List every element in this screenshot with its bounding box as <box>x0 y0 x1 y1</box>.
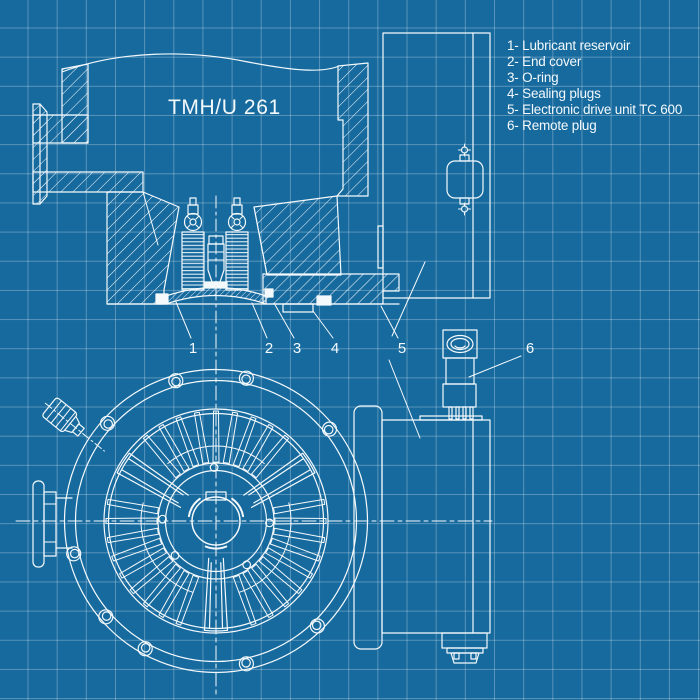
legend-item: 4- Sealing plugs <box>507 85 601 101</box>
side-port-flange <box>32 480 73 568</box>
o-ring <box>264 288 274 298</box>
lubricant-reservoir <box>181 231 205 291</box>
legend-item: 3- O-ring <box>507 69 559 85</box>
part-marker-2: 2 <box>264 340 274 357</box>
vent-screw <box>42 397 105 452</box>
leader-lines <box>175 261 522 439</box>
end-cover <box>165 286 267 305</box>
part-marker-3: 3 <box>292 340 302 357</box>
legend-item: 2- End cover <box>507 53 582 69</box>
sealing-plug <box>155 293 169 305</box>
remote-plug <box>442 329 478 420</box>
part-marker-4: 4 <box>330 340 340 357</box>
break-line <box>61 53 340 73</box>
electronic-drive-unit <box>377 32 491 299</box>
front-view-drawing <box>15 333 493 698</box>
sealing-plug <box>316 295 332 306</box>
part-marker-1: 1 <box>188 340 198 357</box>
part-marker-6: 6 <box>525 340 535 357</box>
side-view-drawing <box>353 329 491 664</box>
legend-item: 6- Remote plug <box>507 117 597 133</box>
legend-item: 5- Electronic drive unit TC 600 <box>507 101 683 117</box>
part-marker-5: 5 <box>397 340 407 357</box>
bottom-connector <box>441 632 488 664</box>
legend-item: 1- Lubricant reservoir <box>507 38 631 53</box>
parts-legend: 1- Lubricant reservoir 2- End cover 3- O… <box>507 38 682 133</box>
cross-section-drawing <box>32 32 522 439</box>
drawing-title: TMH/U 261 <box>168 96 281 119</box>
